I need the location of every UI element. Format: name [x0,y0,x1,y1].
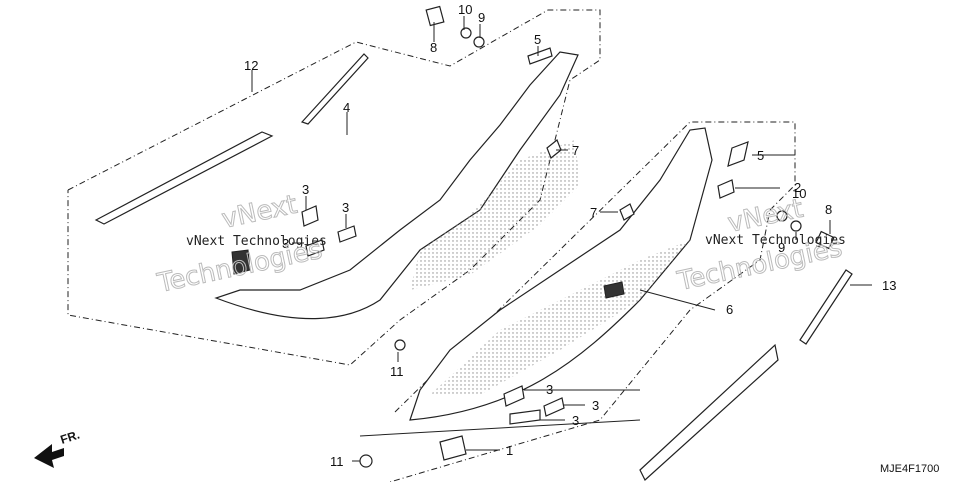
callout-9-top: 9 [478,10,485,25]
watermark-right: vNext Technologies [705,233,846,248]
watermark-left: vNext Technologies [186,234,327,249]
callout-13: 13 [882,278,896,293]
emblem-decal [639,343,779,481]
callout-5-right: 5 [757,148,764,163]
callout-5-top: 5 [534,32,541,47]
callout-8-top: 8 [430,40,437,55]
callout-9-right: 9 [778,240,785,255]
leader-lines [251,16,872,462]
callout-3-f: 3 [572,413,579,428]
callout-4: 4 [343,100,350,115]
front-direction-indicator: FR. [34,428,81,468]
callout-3-a: 3 [302,182,309,197]
callout-2: 2 [794,180,801,195]
callout-7-mid: 7 [590,205,597,220]
arrow-left-icon [34,444,64,468]
callout-8-right: 8 [825,202,832,217]
left-group-boundary [67,9,601,366]
callout-7-left: 7 [572,143,579,158]
callout-10-right: 10 [792,186,806,201]
watermark-left-ghost: vNext [219,190,300,235]
callout-11-bottom: 11 [330,454,344,469]
callout-12: 12 [244,58,258,73]
callout-11-mid: 11 [390,364,404,379]
callout-3-d: 3 [546,382,553,397]
callout-3-e: 3 [592,398,599,413]
callout-6: 6 [726,302,733,317]
callout-3-c: 3 [282,236,289,251]
small-parts [301,5,835,468]
callout-3-b: 3 [342,200,349,215]
side-cover-left-4 [214,51,580,320]
fr-label: FR. [59,428,82,447]
callout-10-top: 10 [458,2,472,17]
callout-1: 1 [506,443,513,458]
diagram-code: MJE4F1700 [880,463,939,475]
stripe-decal-12 [94,53,369,225]
side-cover-right-6 [409,127,713,421]
stripe-decal-13 [799,269,853,345]
right-group-boundary [389,121,796,482]
